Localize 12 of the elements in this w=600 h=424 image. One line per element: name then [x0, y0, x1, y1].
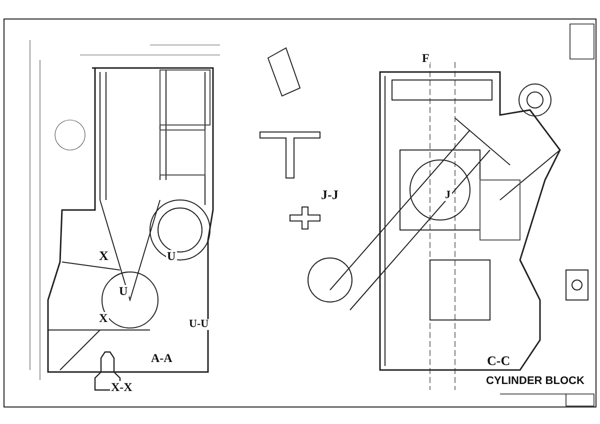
section-label: C-C [486, 354, 512, 367]
drawing-title: CYLINDER BLOCK [485, 376, 586, 387]
section-label: U [166, 250, 177, 262]
section-label: U [118, 285, 129, 297]
section-label: U-U [188, 319, 210, 330]
section-label: F [421, 52, 430, 64]
section-label: J [444, 190, 452, 201]
section-label: A-A [150, 352, 174, 364]
section-label: X [98, 249, 110, 262]
section-label: J-J [320, 188, 340, 201]
section-label: X-X [110, 381, 134, 393]
section-label: X [98, 312, 109, 324]
